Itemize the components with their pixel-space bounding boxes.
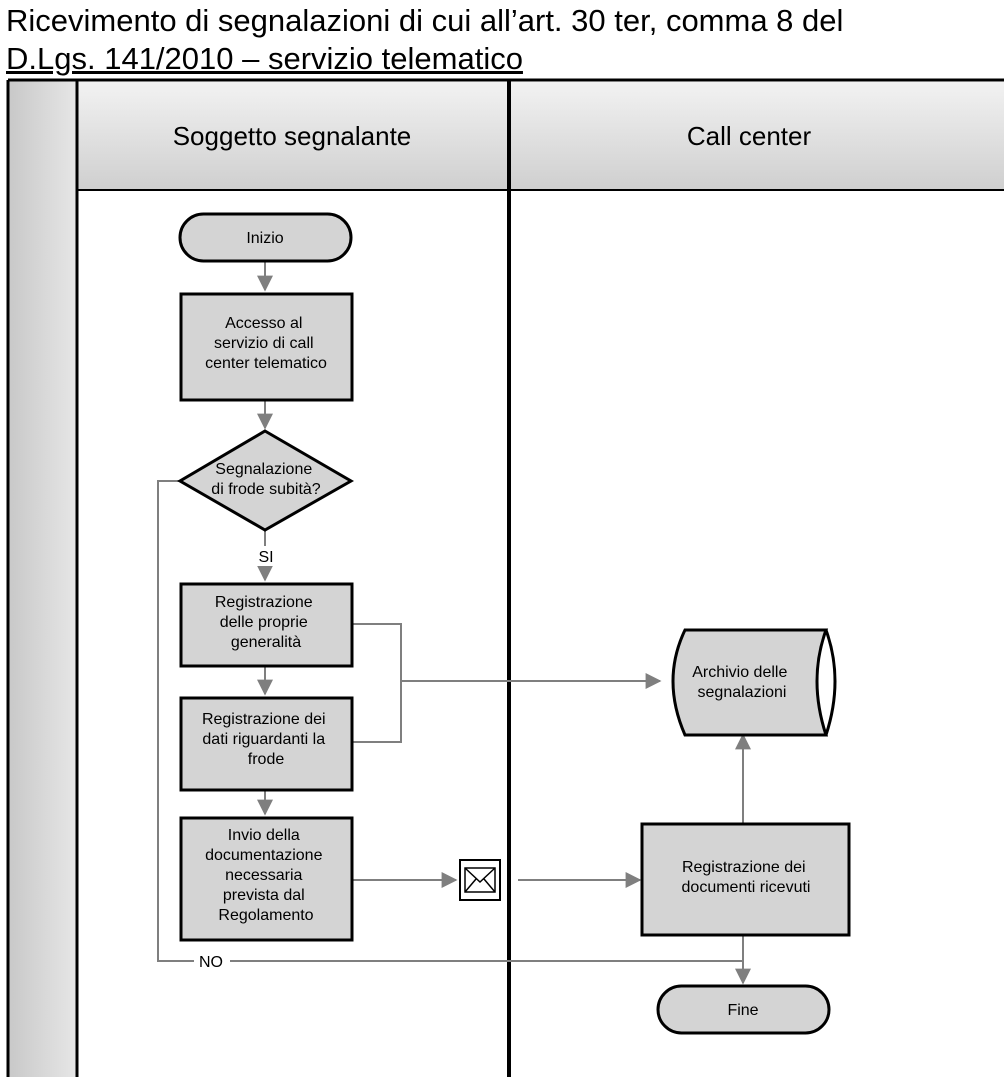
- lane-label-right: Call center: [687, 121, 812, 151]
- archive-label-line-2: segnalazioni: [698, 684, 787, 701]
- access-label-line-1: Accesso al: [225, 315, 302, 332]
- register-fraud-line-3: frode: [248, 751, 285, 768]
- lane-header-left: [77, 82, 509, 190]
- decision-label-line-1: Segnalazione: [215, 461, 312, 478]
- send-docs-line-5: Regolamento: [218, 907, 313, 924]
- edge-fraud-to-junction: [352, 681, 402, 743]
- send-docs-label: Invio della documentazione necessaria pr…: [205, 827, 327, 924]
- start-label: Inizio: [246, 230, 283, 247]
- edge-decision-no-to-end: [157, 480, 743, 962]
- access-label-line-2: servizio di call: [214, 335, 314, 352]
- access-process: [179, 292, 354, 402]
- register-personal-line-1: Registrazione: [215, 594, 313, 611]
- archive-label-line-1: Archivio delle: [692, 664, 787, 681]
- decision-label: Segnalazione di frode subità?: [211, 461, 321, 498]
- register-fraud-line-2: dati riguardanti la: [202, 731, 325, 748]
- edge-label-yes: SI: [258, 549, 273, 566]
- decision-label-line-2: di frode subità?: [211, 481, 321, 498]
- register-fraud-line-1: Registrazione dei: [202, 711, 326, 728]
- connectors: [157, 262, 751, 985]
- edge-label-no-bg: [194, 952, 230, 970]
- lane-label-left: Soggetto segnalante: [173, 121, 412, 151]
- send-docs-line-1: Invio della: [228, 827, 300, 844]
- end-label: Fine: [727, 1002, 758, 1019]
- send-docs-process: [179, 816, 354, 942]
- register-docs-line-2: documenti ricevuti: [682, 879, 811, 896]
- envelope-icon: [459, 859, 501, 901]
- access-label: Accesso al servizio di call center telem…: [205, 315, 327, 372]
- title-line-1: Ricevimento di segnalazioni di cui all’a…: [6, 3, 844, 38]
- register-personal-label: Registrazione delle proprie generalità: [215, 594, 317, 651]
- register-personal-line-2: delle proprie: [220, 614, 308, 631]
- register-docs-line-1: Registrazione dei: [682, 859, 806, 876]
- archive-label: Archivio delle segnalazioni: [692, 664, 792, 701]
- register-fraud-process: [179, 696, 354, 792]
- access-label-line-3: center telematico: [205, 355, 327, 372]
- start-terminator: [178, 212, 353, 263]
- edge-label-yes-bg: [254, 546, 278, 566]
- register-docs-label: Registrazione dei documenti ricevuti: [682, 859, 811, 896]
- register-personal-process: [179, 582, 354, 668]
- title-line-2: D.Lgs. 141/2010 – servizio telematico: [6, 41, 523, 76]
- edge-label-no: NO: [199, 954, 223, 971]
- register-fraud-label: Registrazione dei dati riguardanti la fr…: [202, 711, 330, 768]
- page-title: Ricevimento di segnalazioni di cui all’a…: [6, 2, 996, 78]
- register-docs-process: [640, 822, 851, 937]
- send-docs-line-3: necessaria: [225, 867, 302, 884]
- edge-personal-to-junction: [352, 623, 402, 681]
- lane-header-right: [510, 82, 1004, 190]
- send-docs-line-4: prevista dal: [223, 887, 305, 904]
- archive-datastore: [671, 628, 837, 737]
- pool-side-bar: [8, 80, 76, 1077]
- decision-diamond: [177, 429, 355, 532]
- register-personal-line-3: generalità: [231, 634, 301, 651]
- send-docs-line-2: documentazione: [205, 847, 323, 864]
- end-terminator: [656, 984, 831, 1035]
